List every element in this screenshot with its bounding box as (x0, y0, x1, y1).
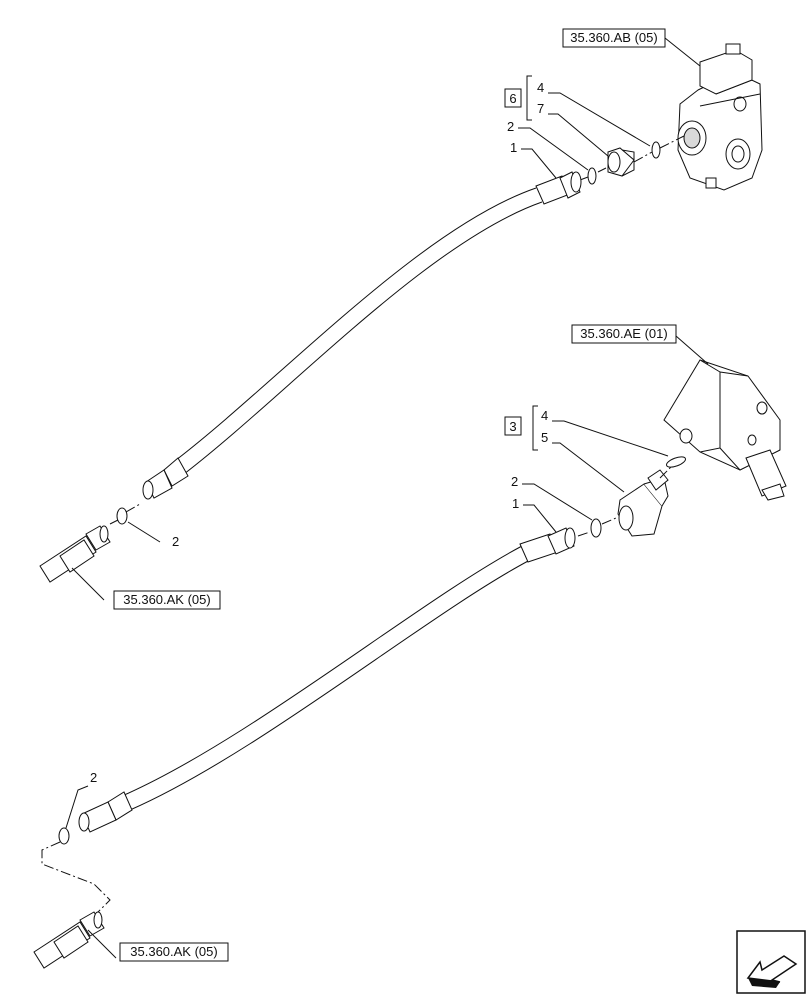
callout-upper-hose: 1 (510, 140, 517, 155)
leader-valve-mid (675, 335, 709, 365)
callout-lower-5: 5 (541, 430, 548, 445)
svg-text:35.360.AE (01): 35.360.AE (01) (580, 326, 667, 341)
valve-block-mid (663, 359, 787, 501)
hose-lower (78, 527, 576, 833)
arrow-icon[interactable] (736, 930, 806, 994)
centerline-elbow (659, 465, 673, 479)
kit-bracket-lower (532, 405, 538, 451)
kit-box-lower[interactable]: 3 (504, 416, 522, 436)
leader-upper-4 (548, 92, 651, 147)
oring-lower-valve (666, 456, 686, 468)
fitting-upper-left (39, 525, 111, 583)
leader-fitting-upper (71, 567, 105, 601)
ref-box-valve-mid[interactable]: 35.360.AE (01) (571, 324, 677, 344)
leader-valve-top (664, 37, 701, 67)
callout-upper-oring: 2 (507, 119, 514, 134)
leader-upper-oring (518, 127, 589, 171)
centerline-lower-left (41, 841, 111, 919)
hose-upper (142, 171, 582, 500)
svg-text:35.360.AB (05): 35.360.AB (05) (570, 30, 657, 45)
kit-bracket-upper (526, 75, 532, 121)
oring-upper (587, 167, 597, 185)
leader-lower-5 (552, 442, 625, 493)
ref-box-fitting-lower[interactable]: 35.360.AK (05) (119, 942, 229, 962)
centerline-lower-oring (577, 517, 617, 537)
callout-upper-7: 7 (537, 101, 544, 116)
callout-lower-oring: 2 (511, 474, 518, 489)
leader-lower-4 (552, 420, 669, 457)
elbow-lower (617, 469, 669, 537)
leader-fitting-lower (87, 929, 117, 959)
callout-lower-left-oring: 2 (90, 770, 97, 785)
adapter-upper (607, 147, 635, 177)
svg-text:35.360.AK (05): 35.360.AK (05) (130, 944, 217, 959)
valve-block-top (677, 43, 763, 191)
oring-upper-valve (651, 141, 661, 159)
ref-box-fitting-upper[interactable]: 35.360.AK (05) (113, 590, 221, 610)
kit-box-upper[interactable]: 6 (504, 88, 522, 108)
oring-lower (590, 518, 602, 538)
svg-text:3: 3 (509, 419, 516, 434)
leader-upper-hose (521, 148, 557, 179)
leader-lower-hose (523, 504, 557, 533)
callout-upper-4: 4 (537, 80, 544, 95)
callout-lower-4: 4 (541, 408, 548, 423)
fitting-lower-left (33, 911, 105, 969)
callout-upper-left-oring: 2 (172, 534, 179, 549)
centerline-upper-valve (633, 135, 685, 163)
leader-upper-left-oring (127, 521, 161, 543)
callout-lower-hose: 1 (512, 496, 519, 511)
oring-upper-left (116, 507, 128, 525)
leader-lower-left-oring (65, 785, 89, 829)
centerline-upper-left (109, 503, 141, 525)
leader-upper-7 (548, 113, 609, 157)
leader-lower-oring (522, 483, 593, 521)
svg-text:35.360.AK (05): 35.360.AK (05) (123, 592, 210, 607)
oring-lower-left (58, 827, 70, 845)
svg-text:6: 6 (509, 91, 516, 106)
ref-box-valve-top[interactable]: 35.360.AB (05) (562, 28, 666, 48)
